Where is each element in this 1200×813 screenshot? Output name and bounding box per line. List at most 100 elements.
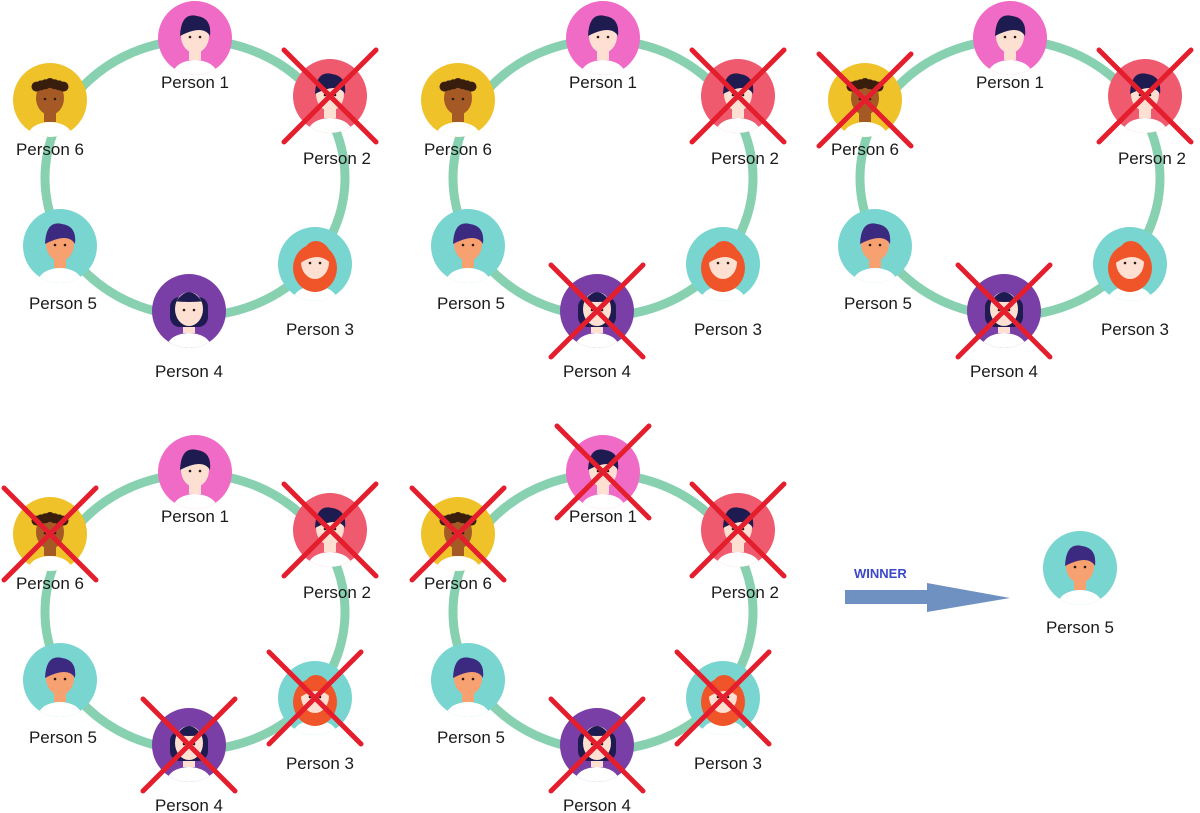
elimination-cross — [689, 47, 787, 145]
round-1: Person 1 Person 2 Person 3 Person 4 Person 5… — [13, 1, 379, 381]
round-5: Person 1 Person 2 Person 3 Person 4 Person 5… — [409, 423, 787, 813]
avatar — [152, 274, 226, 348]
person-label: Person 4 — [155, 796, 223, 813]
person-3: Person 3 — [686, 227, 762, 339]
avatar — [158, 435, 232, 509]
person-3: Person 3 — [674, 649, 772, 773]
round-2: Person 1 Person 2 Person 3 Person 4 Person 5… — [421, 1, 787, 381]
person-label: Person 3 — [694, 320, 762, 339]
person-3: Person 3 — [266, 649, 364, 773]
person-1: Person 1 — [158, 435, 232, 526]
person-label: Person 2 — [711, 149, 779, 168]
person-2: Person 2 — [689, 481, 787, 602]
person-label: Person 1 — [569, 507, 637, 526]
avatar — [23, 643, 97, 717]
avatar — [278, 227, 352, 301]
person-label: Person 1 — [569, 73, 637, 92]
winner-arrow-label: WINNER — [854, 566, 907, 581]
person-2: Person 2 — [689, 47, 787, 168]
winner-arrow-shaft — [845, 590, 929, 604]
avatar — [13, 63, 87, 137]
person-5: Person 5 — [838, 209, 912, 313]
person-1: Person 1 — [158, 1, 232, 92]
elimination-cross — [266, 649, 364, 747]
person-6: Person 6 — [421, 63, 495, 159]
person-1: Person 1 — [973, 1, 1047, 92]
person-2: Person 2 — [281, 47, 379, 168]
elimination-cross — [955, 262, 1053, 360]
elimination-cross — [816, 51, 914, 149]
person-4: Person 4 — [140, 696, 238, 813]
person-2: Person 2 — [281, 481, 379, 602]
elimination-cross — [689, 481, 787, 579]
person-label: Person 4 — [155, 362, 223, 381]
round-3: Person 1 Person 2 Person 3 Person 4 Person 5… — [816, 1, 1194, 381]
person-5: Person 5 — [431, 209, 505, 313]
elimination-cross — [554, 423, 652, 521]
person-1: Person 1 — [554, 423, 652, 526]
person-label: Person 4 — [970, 362, 1038, 381]
elimination-cross — [674, 649, 772, 747]
avatar — [158, 1, 232, 75]
person-5: Person 5 — [23, 209, 97, 313]
round-4: Person 1 Person 2 Person 3 Person 4 Person 5… — [1, 435, 379, 813]
person-3: Person 3 — [1093, 227, 1169, 339]
avatar — [431, 209, 505, 283]
person-6: Person 6 — [816, 51, 914, 159]
person-6: Person 6 — [409, 485, 507, 593]
avatar — [1093, 227, 1167, 301]
avatar — [1043, 531, 1117, 605]
avatar — [421, 63, 495, 137]
winner-section: WINNER Person 5 — [845, 531, 1117, 637]
winner-person-label: Person 5 — [1046, 618, 1114, 637]
person-label: Person 2 — [1118, 149, 1186, 168]
person-label: Person 5 — [437, 294, 505, 313]
person-label: Person 6 — [16, 574, 84, 593]
avatar — [686, 227, 760, 301]
person-6: Person 6 — [1, 485, 99, 593]
person-label: Person 4 — [563, 362, 631, 381]
person-label: Person 1 — [161, 507, 229, 526]
person-2: Person 2 — [1096, 47, 1194, 168]
avatar — [973, 1, 1047, 75]
elimination-cross — [548, 696, 646, 794]
person-label: Person 6 — [424, 574, 492, 593]
person-5: Person 5 — [23, 643, 97, 747]
person-label: Person 3 — [694, 754, 762, 773]
person-label: Person 5 — [844, 294, 912, 313]
person-4: Person 4 — [548, 696, 646, 813]
avatar — [431, 643, 505, 717]
winner-arrow-head — [927, 583, 1010, 612]
elimination-cross — [1, 485, 99, 583]
person-label: Person 5 — [29, 728, 97, 747]
avatar — [566, 1, 640, 75]
person-label: Person 1 — [161, 73, 229, 92]
person-label: Person 3 — [286, 320, 354, 339]
person-label: Person 2 — [711, 583, 779, 602]
elimination-cross — [281, 47, 379, 145]
elimination-cross — [1096, 47, 1194, 145]
person-label: Person 6 — [16, 140, 84, 159]
person-label: Person 1 — [976, 73, 1044, 92]
person-label: Person 5 — [29, 294, 97, 313]
person-label: Person 5 — [437, 728, 505, 747]
person-label: Person 2 — [303, 149, 371, 168]
person-label: Person 2 — [303, 583, 371, 602]
person-label: Person 4 — [563, 796, 631, 813]
avatar — [838, 209, 912, 283]
elimination-cross — [548, 262, 646, 360]
elimination-cross — [281, 481, 379, 579]
person-label: Person 3 — [1101, 320, 1169, 339]
person-3: Person 3 — [278, 227, 354, 339]
person-1: Person 1 — [566, 1, 640, 92]
person-4: Person 4 — [152, 274, 226, 381]
person-label: Person 6 — [424, 140, 492, 159]
avatar — [23, 209, 97, 283]
person-label: Person 6 — [831, 140, 899, 159]
elimination-cross — [140, 696, 238, 794]
person-6: Person 6 — [13, 63, 87, 159]
person-4: Person 4 — [955, 262, 1053, 381]
person-4: Person 4 — [548, 262, 646, 381]
person-label: Person 3 — [286, 754, 354, 773]
